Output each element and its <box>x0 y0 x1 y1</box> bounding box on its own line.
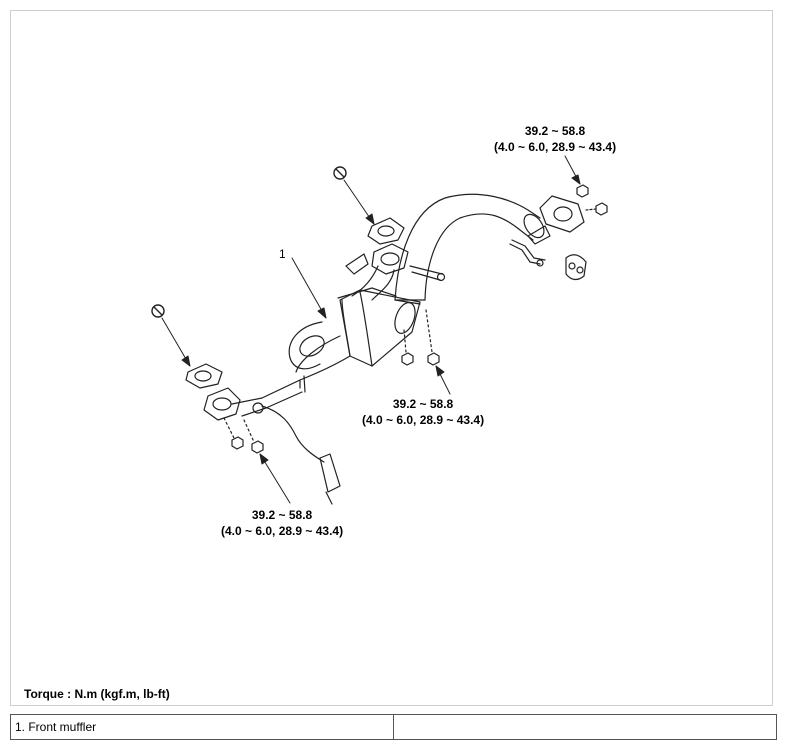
upper-front-flange <box>367 217 409 275</box>
front-muffler <box>337 287 421 367</box>
rear-flange-nuts <box>576 184 608 216</box>
hanger-bracket <box>509 239 546 267</box>
lower-front-flange <box>185 363 241 421</box>
legend-item: 1. Front muffler <box>10 714 394 740</box>
rubber-hanger <box>565 254 587 281</box>
muffler-nuts <box>401 309 440 366</box>
rear-pipe <box>394 193 545 301</box>
leader-lines <box>161 155 581 504</box>
torque-unit-label: Torque : N.m (kgf.m, lb-ft) <box>24 687 170 701</box>
legend-item-empty <box>393 714 777 740</box>
torque-spec-front-flange: 39.2 ~ 58.8 (4.0 ~ 6.0, 28.9 ~ 43.4) <box>221 508 344 538</box>
torque-spec-rear-flange: 39.2 ~ 58.8 (4.0 ~ 6.0, 28.9 ~ 43.4) <box>494 124 617 154</box>
callout-number-1: 1 <box>279 247 286 261</box>
front-flange-nuts <box>223 417 264 454</box>
figure-frame <box>10 10 773 706</box>
table-row: 1. Front muffler <box>10 714 777 740</box>
front-pipe <box>231 321 351 417</box>
rear-flange <box>527 195 585 245</box>
upper-front-pipe <box>345 253 395 301</box>
do-not-reuse-icon <box>333 166 347 180</box>
oxygen-sensor <box>252 402 341 505</box>
torque-spec-muffler: 39.2 ~ 58.8 (4.0 ~ 6.0, 28.9 ~ 43.4) <box>362 397 485 427</box>
legend-table: 1. Front muffler <box>10 714 777 740</box>
do-not-reuse-icon <box>151 304 165 318</box>
